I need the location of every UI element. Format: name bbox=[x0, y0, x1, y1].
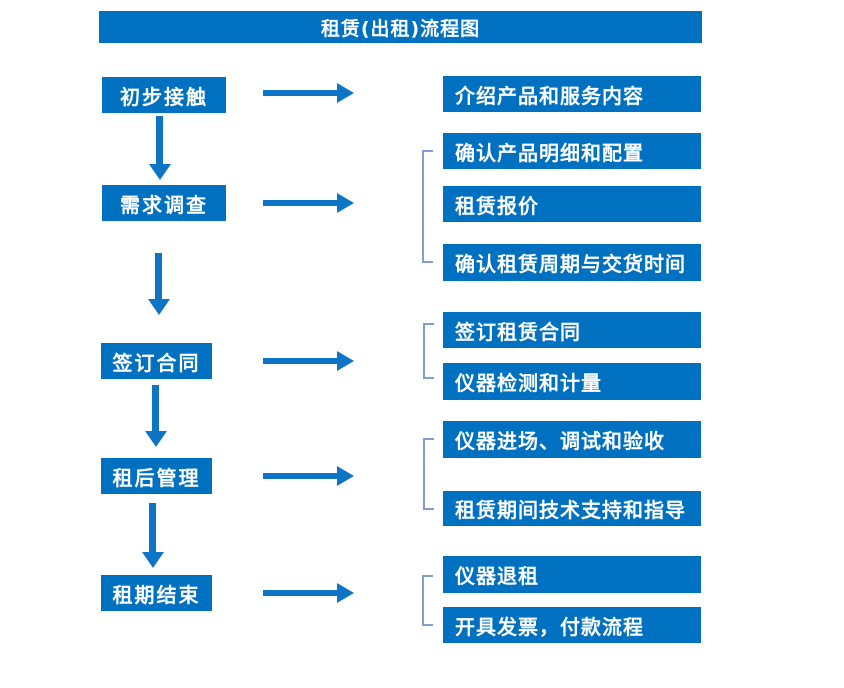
step-box-post-rental-mgmt: 租后管理 bbox=[101, 458, 212, 494]
step-box-rental-end: 租期结束 bbox=[101, 575, 212, 611]
down-arrow-shaft bbox=[155, 253, 162, 299]
group-bracket-sign-contract bbox=[423, 323, 434, 379]
down-arrow-icon bbox=[145, 431, 167, 447]
right-arrow-icon bbox=[337, 351, 354, 371]
detail-box-rental-quote: 租赁报价 bbox=[443, 186, 701, 222]
group-bracket-needs-survey bbox=[422, 150, 433, 263]
right-arrow-shaft bbox=[263, 200, 337, 206]
detail-box-instrument-return: 仪器退租 bbox=[443, 556, 701, 593]
group-bracket-rental-end bbox=[422, 575, 433, 626]
detail-box-confirm-product-spec: 确认产品明细和配置 bbox=[443, 133, 701, 169]
group-bracket-post-rental bbox=[423, 438, 434, 510]
right-arrow-shaft bbox=[263, 358, 337, 364]
step-box-initial-contact: 初步接触 bbox=[102, 77, 226, 113]
down-arrow-shaft bbox=[152, 385, 159, 431]
right-arrow-icon bbox=[337, 583, 354, 603]
detail-box-confirm-period: 确认租赁周期与交货时间 bbox=[443, 244, 701, 281]
right-arrow-shaft bbox=[263, 590, 337, 596]
right-arrow-shaft bbox=[263, 473, 337, 479]
step-box-needs-survey: 需求调查 bbox=[102, 185, 226, 221]
step-box-sign-contract: 签订合同 bbox=[101, 343, 212, 379]
right-arrow-shaft bbox=[263, 90, 337, 96]
down-arrow-shaft bbox=[156, 116, 163, 164]
detail-box-introduce-products: 介绍产品和服务内容 bbox=[443, 76, 701, 112]
down-arrow-shaft bbox=[149, 503, 156, 552]
detail-box-tech-support: 租赁期间技术支持和指导 bbox=[443, 491, 701, 526]
right-arrow-icon bbox=[337, 83, 354, 103]
down-arrow-icon bbox=[142, 552, 164, 568]
right-arrow-icon bbox=[337, 466, 354, 486]
detail-box-instrument-testing: 仪器检测和计量 bbox=[443, 363, 701, 400]
flowchart-title: 租赁(出租)流程图 bbox=[99, 11, 702, 43]
detail-box-invoice-payment: 开具发票，付款流程 bbox=[443, 607, 701, 643]
down-arrow-icon bbox=[148, 299, 170, 315]
detail-box-instrument-setup: 仪器进场、调试和验收 bbox=[443, 421, 701, 458]
right-arrow-icon bbox=[337, 193, 354, 213]
down-arrow-icon bbox=[149, 164, 171, 180]
detail-box-sign-rental-contract: 签订租赁合同 bbox=[443, 312, 701, 348]
